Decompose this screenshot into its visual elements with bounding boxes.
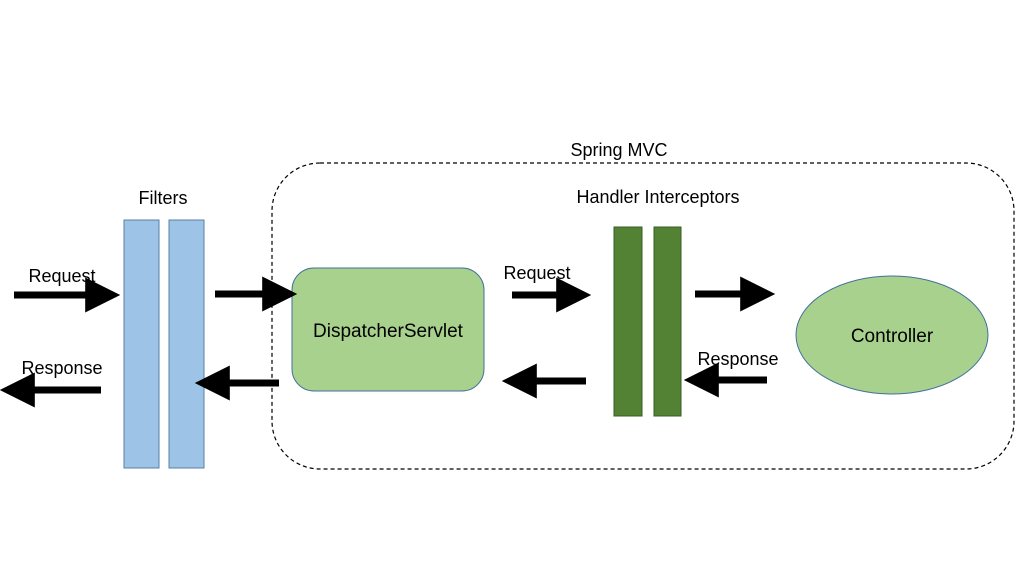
inner-request-label: Request — [503, 263, 570, 283]
interceptors-label: Handler Interceptors — [576, 187, 739, 207]
inner-response-label: Response — [697, 349, 778, 369]
filter-bar-2 — [168, 219, 205, 469]
dispatcher-servlet-label: DispatcherServlet — [313, 321, 464, 342]
controller-label: Controller — [851, 326, 934, 347]
client-response-label: Response — [21, 358, 102, 378]
interceptor-bar-2 — [653, 226, 682, 417]
spring-mvc-title: Spring MVC — [570, 140, 667, 160]
dispatcher-servlet-node — [291, 267, 485, 392]
client-request-label: Request — [28, 266, 95, 286]
controller-node — [795, 275, 989, 395]
spring-mvc-boundary — [271, 162, 1015, 470]
filters-label: Filters — [139, 188, 188, 208]
interceptor-bar-1 — [613, 226, 643, 417]
filter-bar-1 — [123, 219, 160, 469]
